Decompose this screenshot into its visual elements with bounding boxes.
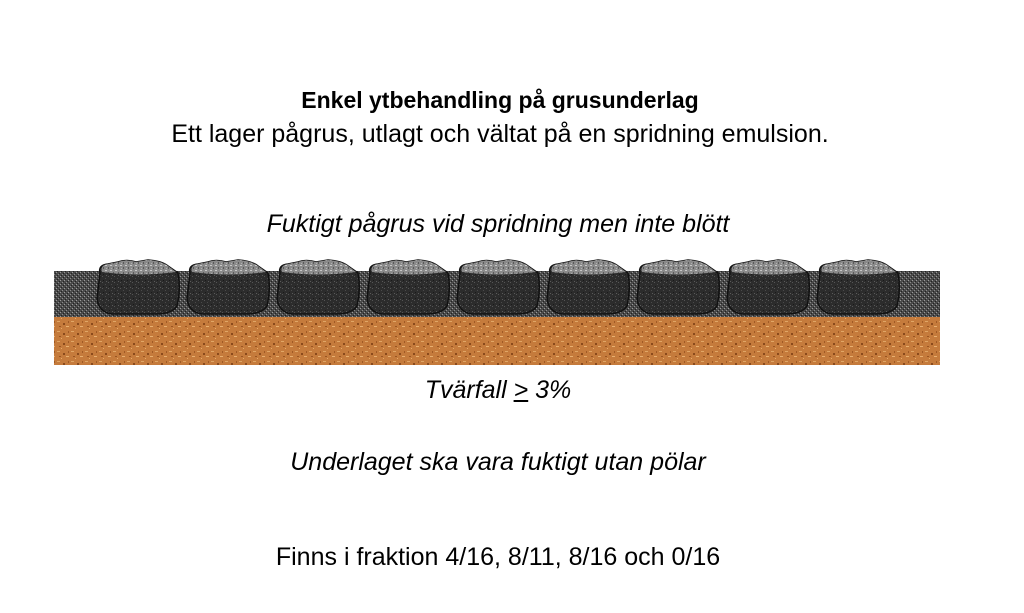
- chipping-stone: [186, 259, 271, 315]
- subgrade-layer: [54, 317, 940, 365]
- slope-operator: >: [513, 376, 529, 404]
- chipping-stones: [96, 259, 901, 315]
- chipping-stone: [456, 259, 541, 315]
- chipping-stone: [276, 259, 361, 315]
- diagram-subtitle: Ett lager pågrus, utlagt och vältat på e…: [171, 120, 829, 148]
- chipping-stone: [96, 259, 181, 315]
- subgrade-note: Underlaget ska vara fuktigt utan pölar: [290, 448, 706, 476]
- chipping-stone: [636, 259, 721, 315]
- slope-prefix: Tvärfall: [424, 376, 514, 404]
- moisture-note: Fuktigt pågrus vid spridning men inte bl…: [266, 210, 730, 238]
- diagram-title: Enkel ytbehandling på grusunderlag: [301, 87, 699, 113]
- fraction-info: Finns i fraktion 4/16, 8/11, 8/16 och 0/…: [275, 543, 721, 571]
- cross-slope-label: Tvärfall > 3%: [0, 376, 1010, 405]
- chipping-stone: [726, 259, 811, 315]
- chipping-stone: [816, 259, 901, 315]
- chipping-stone: [546, 259, 631, 315]
- slope-value: 3%: [528, 376, 572, 404]
- chipping-stone: [366, 259, 451, 315]
